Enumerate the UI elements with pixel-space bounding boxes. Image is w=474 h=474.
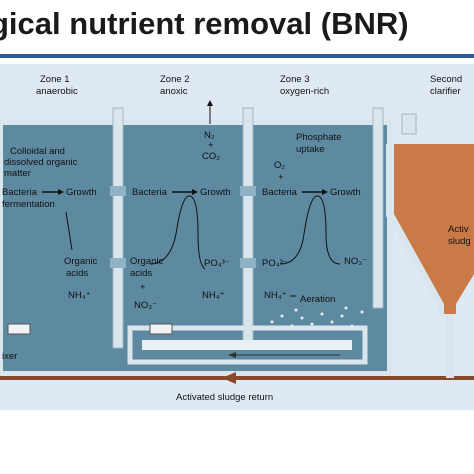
partition-wall-2 (242, 107, 254, 349)
zone1-bacteria: Bacteria (2, 187, 38, 198)
colloidal-line-2: dissolved organic (4, 157, 78, 168)
partition-wall-1 (112, 107, 124, 349)
wall-opening-1b (110, 258, 126, 268)
mixer-label: ixer (2, 351, 17, 362)
zone-3-name: Zone 3 (280, 74, 310, 85)
clarifier-sludge-label-2: sludg (448, 236, 471, 247)
zone2-acids: acids (130, 268, 152, 279)
clarifier-body (390, 144, 474, 314)
zone3-arrowhead (322, 189, 328, 195)
zone2-plus: + (208, 140, 214, 151)
wall-opening-1a (110, 186, 126, 196)
zone3-po4: PO₄³⁻ (262, 258, 288, 269)
mixer-device (7, 323, 31, 335)
colloidal-line-1: Colloidal and (10, 146, 65, 157)
zone2-nh4: NH₄⁺ (202, 290, 225, 301)
recycle-channel (127, 325, 368, 365)
zone2-curve (149, 195, 206, 270)
tank-outer-wall (0, 119, 393, 377)
zone1-organic: Organic (64, 256, 98, 267)
sludge-return-arrowhead (222, 372, 236, 384)
zone3-bacteria: Bacteria (262, 187, 298, 198)
zone1-arrowhead (58, 189, 64, 195)
wall-opening-2a (240, 186, 256, 196)
zone-2-desc: anoxic (160, 86, 188, 97)
aeration-bubbles (270, 306, 364, 328)
clarifier-sludge-label-1: Activ (448, 224, 469, 235)
zone2-growth: Growth (200, 187, 231, 198)
zone2-organic: Organic (130, 256, 164, 267)
zone3-uptake: uptake (296, 144, 325, 155)
zone1-fermentation: fermentation (2, 199, 55, 210)
clarifier-wall-left (386, 144, 444, 316)
zone2-no3: NO₃⁻ (134, 300, 157, 311)
bnr-diagram: Activ sludg Activated sludge return Zone… (0, 74, 474, 403)
zone1-acids: acids (66, 268, 88, 279)
wall-opening-2b (240, 258, 256, 268)
zone1-nh4: NH₄⁺ (68, 290, 91, 301)
zone3-nh4: NH₄⁺ (264, 290, 287, 301)
zone2-co2: CO₂ (202, 151, 220, 162)
zone-1-desc: anaerobic (36, 86, 78, 97)
colloidal-line-3: matter (4, 168, 31, 179)
title-underline (0, 54, 474, 58)
tank-water (0, 122, 390, 374)
partition-wall-3 (372, 107, 384, 309)
zone-4-desc: clarifier (430, 86, 461, 97)
recycle-arrowhead (228, 352, 236, 358)
bottom-whitespace (0, 410, 474, 474)
zone1-down-arrow (65, 211, 73, 251)
zone-4-name: Second (430, 74, 462, 85)
diagram-area: Activ sludg Activated sludge return Zone… (0, 64, 474, 410)
zone-2-name: Zone 2 (160, 74, 190, 85)
zone1-growth: Growth (66, 187, 97, 198)
zone3-growth: Growth (330, 187, 361, 198)
zone-3-desc: oxygen-rich (280, 86, 329, 97)
zone3-no3: NO₃⁻ (344, 256, 367, 267)
diagram-title: gical nutrient removal (BNR) (0, 6, 409, 41)
zone2-n2: N₂ (204, 130, 215, 141)
zone2-gas-arrowhead (207, 100, 213, 106)
zone3-phosphate: Phosphate (296, 132, 341, 143)
title-bar: gical nutrient removal (BNR) (0, 0, 474, 58)
zone2-arrowhead (192, 189, 198, 195)
zone3-curve (279, 195, 341, 265)
zone2-bacteria: Bacteria (132, 187, 168, 198)
zone3-o2: O₂ (274, 160, 285, 171)
recycle-channel-inner (142, 340, 352, 350)
clarifier-outlet-pipe (401, 113, 417, 135)
zone2-plus-2: + (140, 282, 146, 293)
sludge-return-label: Activated sludge return (176, 392, 273, 403)
zone3-aeration: Aeration (300, 294, 335, 305)
zone2-po4: PO₄³⁻ (204, 258, 230, 269)
zone3-plus: + (278, 172, 284, 183)
zone-1-name: Zone 1 (40, 74, 70, 85)
mixer-device-2 (149, 323, 173, 335)
